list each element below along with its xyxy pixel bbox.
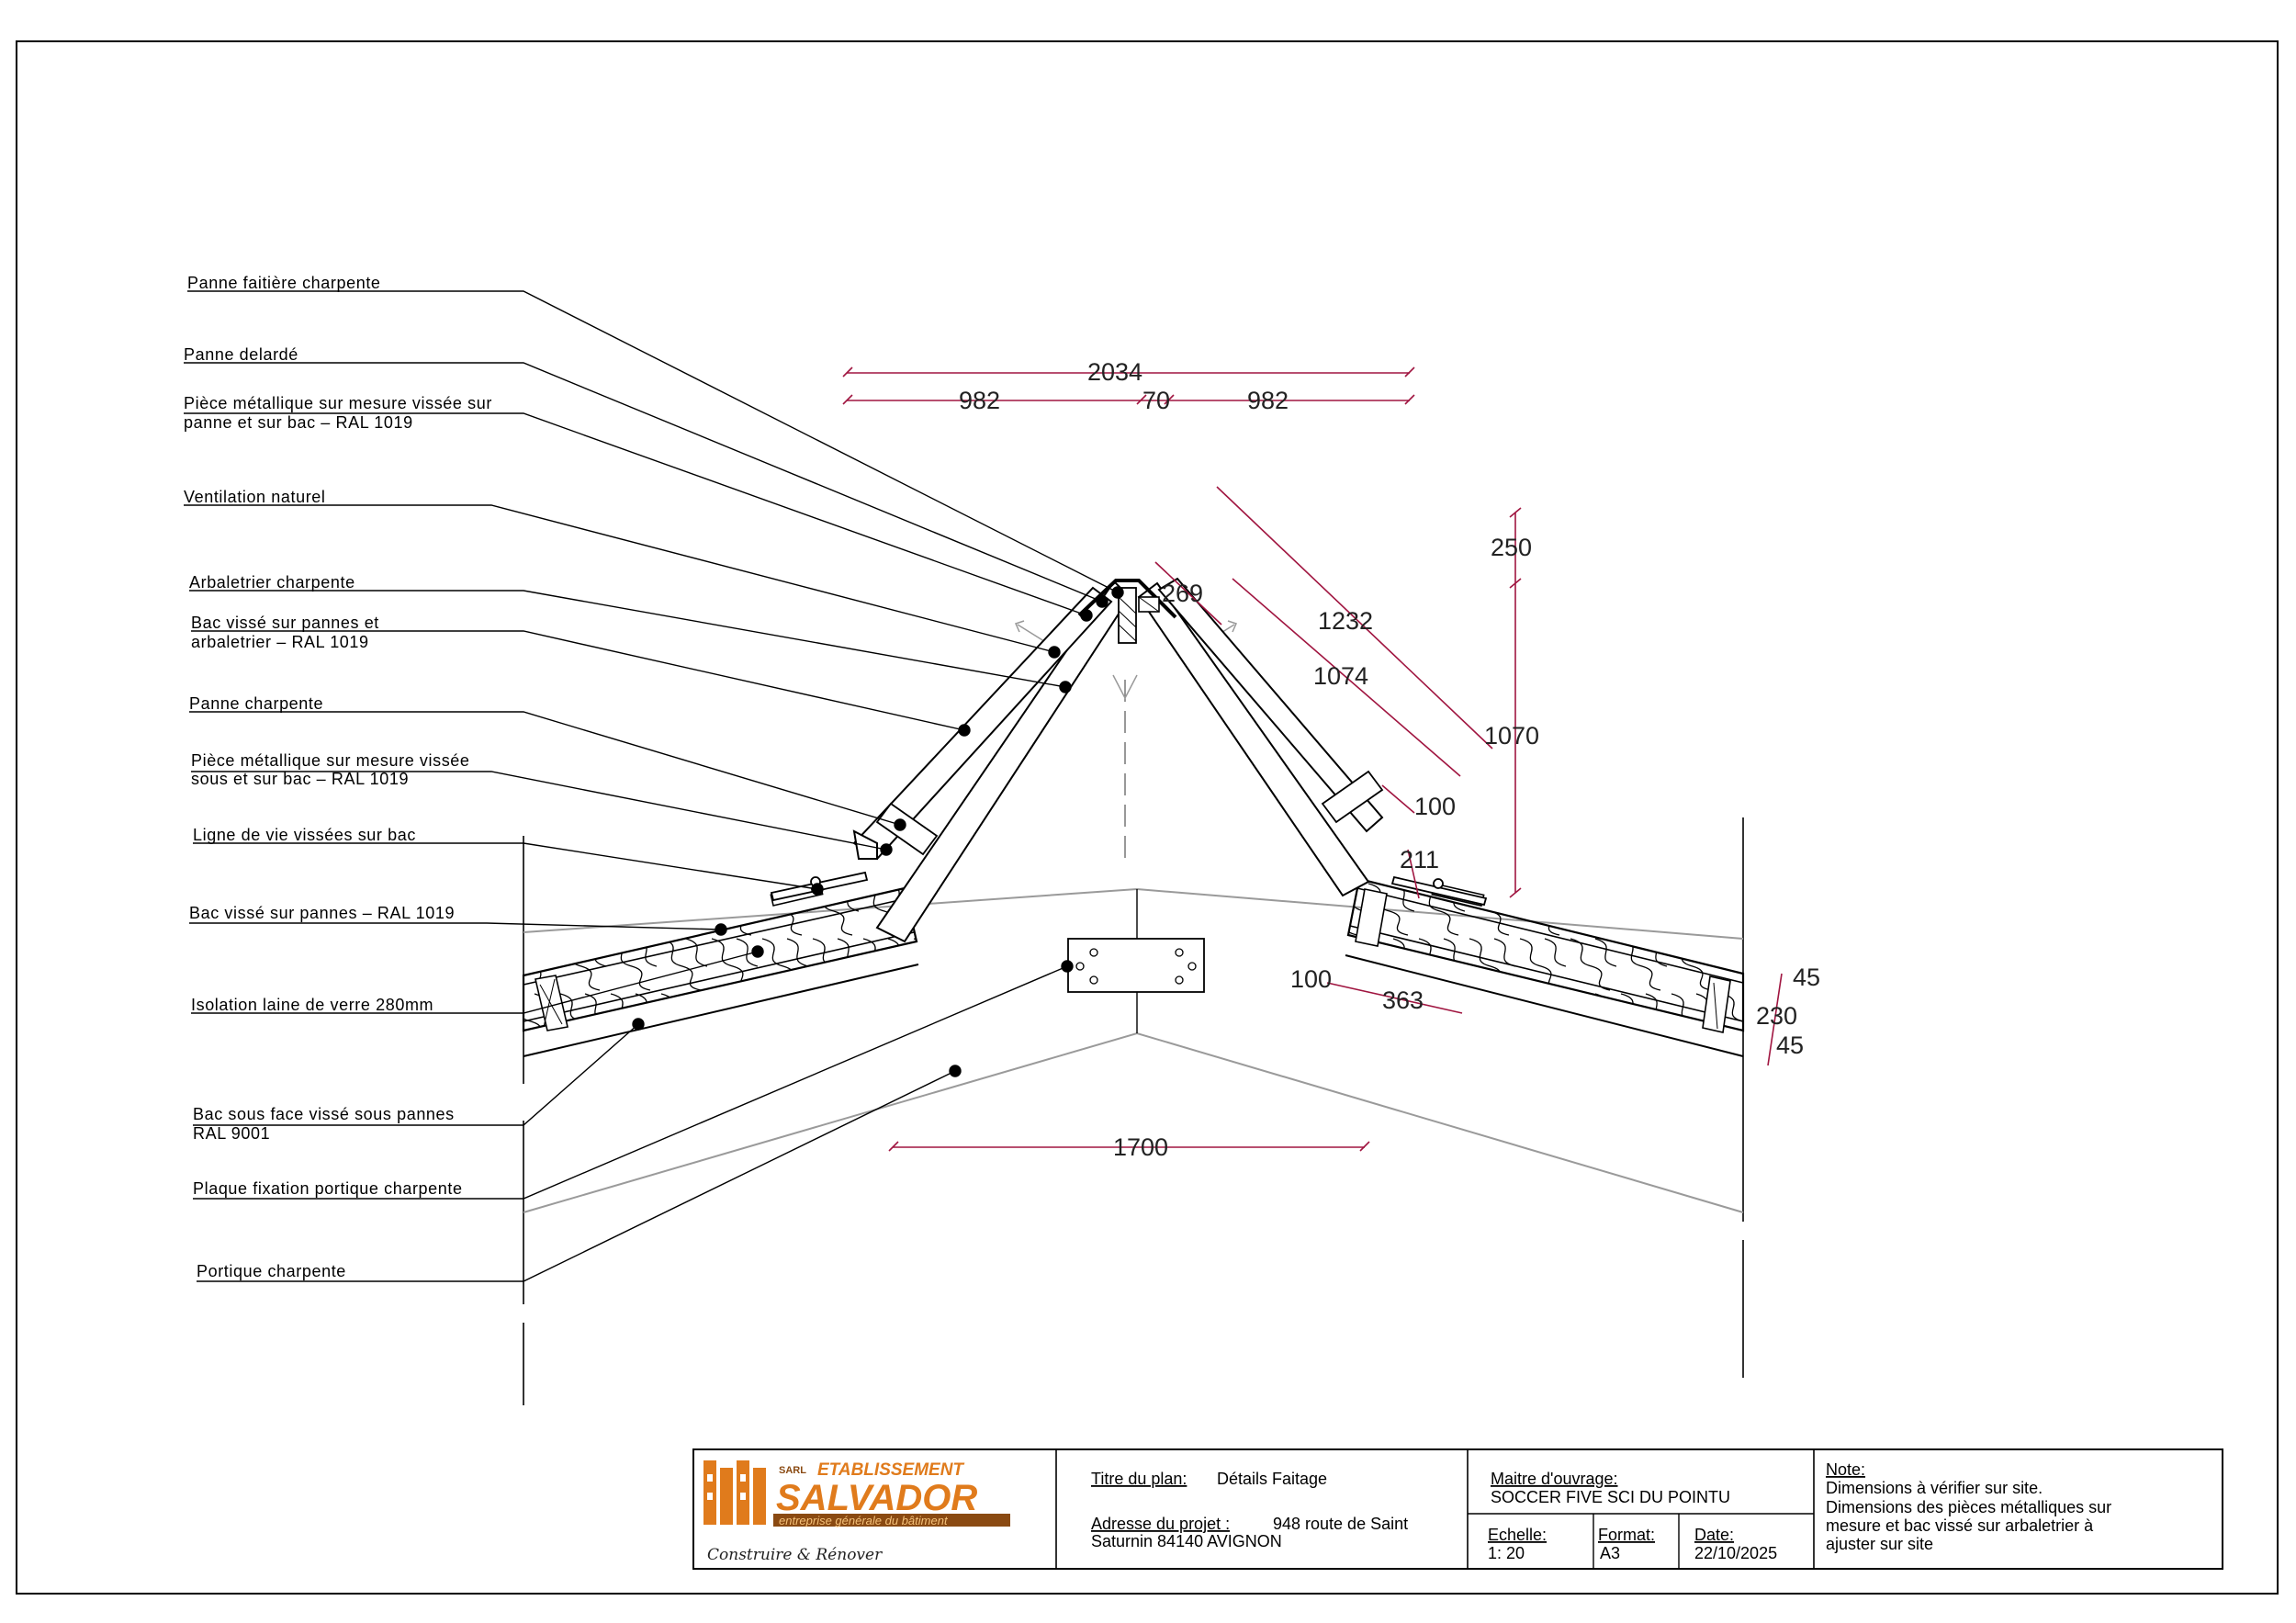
note-line2: Dimensions des pièces métalliques sur (1826, 1498, 2111, 1516)
label-isolation: Isolation laine de verre 280mm (191, 996, 433, 1014)
right-rafter (1137, 577, 1384, 897)
logo-tagline: entreprise générale du bâtiment (779, 1514, 949, 1527)
label-ventilation: Ventilation naturel (184, 488, 326, 506)
label-arbaletrier: Arbaletrier charpente (189, 573, 355, 592)
plaque-fixation (1067, 938, 1205, 993)
label-panne-delarde: Panne delardé (184, 345, 298, 364)
date-label: Date: (1694, 1526, 1734, 1544)
leader-lines (184, 290, 1124, 1282)
label-bac-arbaletrier-b: arbaletrier – RAL 1019 (191, 633, 369, 651)
label-piece-metallique-1b: panne et sur bac – RAL 1019 (184, 413, 413, 432)
address-line2: Saturnin 84140 AVIGNON (1091, 1532, 1282, 1550)
logo-etablissement: ETABLISSEMENT (817, 1460, 964, 1480)
logo-salvador: SALVADOR (776, 1478, 977, 1518)
label-bac-sous-face-b: RAL 9001 (193, 1124, 270, 1143)
dim-1074: 1074 (1313, 662, 1368, 690)
owner-label: Maitre d'ouvrage: (1491, 1470, 1618, 1488)
dim-269: 269 (1162, 580, 1203, 607)
plan-title-label: Titre du plan: (1091, 1470, 1187, 1488)
label-panne-charpente: Panne charpente (189, 694, 323, 713)
scale-value: 1: 20 (1488, 1544, 1525, 1562)
format-value: A3 (1600, 1544, 1620, 1562)
note-line4: ajuster sur site (1826, 1535, 1933, 1553)
label-plaque-fixation: Plaque fixation portique charpente (193, 1179, 463, 1198)
label-bac-sous-face-a: Bac sous face vissé sous pannes (193, 1105, 455, 1123)
format-label: Format: (1598, 1526, 1655, 1544)
label-piece-metallique-2a: Pièce métallique sur mesure vissée (191, 751, 470, 770)
dim-363: 363 (1382, 986, 1424, 1014)
note-line3: mesure et bac vissé sur arbaletrier à (1826, 1516, 2094, 1535)
address-label: Adresse du projet : (1091, 1515, 1230, 1533)
dim-100-bottom: 100 (1290, 965, 1332, 993)
dim-2034: 2034 (1087, 358, 1142, 386)
ventilation-flow (1112, 674, 1138, 700)
label-panne-faitiere: Panne faitière charpente (187, 274, 381, 292)
column-lines (523, 817, 1744, 1405)
dim-211: 211 (1400, 846, 1439, 873)
label-piece-metallique-2b: sous et sur bac – RAL 1019 (191, 770, 409, 788)
dim-45-bottom: 45 (1776, 1031, 1804, 1059)
plan-title: Détails Faitage (1217, 1470, 1327, 1488)
dim-1232: 1232 (1318, 607, 1373, 635)
label-bac-pannes: Bac vissé sur pannes – RAL 1019 (189, 904, 455, 922)
logo-sarl: SARL (779, 1465, 806, 1476)
scale-label: Echelle: (1488, 1526, 1547, 1544)
logo-slogan: Construire & Rénover (707, 1546, 883, 1564)
dim-230: 230 (1756, 1002, 1797, 1030)
label-ligne-de-vie: Ligne de vie vissées sur bac (193, 826, 416, 844)
label-piece-metallique-1a: Pièce métallique sur mesure vissée sur (184, 394, 492, 412)
company-logo: SARL ETABLISSEMENT SALVADOR entreprise g… (703, 1460, 1010, 1564)
label-bac-arbaletrier-a: Bac vissé sur pannes et (191, 614, 379, 632)
right-roof-panel (1345, 877, 1745, 1057)
owner-value: SOCCER FIVE SCI DU POINTU (1491, 1488, 1730, 1506)
title-block (692, 1448, 2223, 1570)
ridge-cap (1077, 579, 1177, 644)
sheet-border (16, 40, 2279, 1595)
dim-1070: 1070 (1484, 722, 1539, 750)
dim-982-left: 982 (959, 387, 1000, 414)
date-value: 22/10/2025 (1694, 1544, 1777, 1562)
dimension-lines (842, 366, 1783, 1152)
dim-1700: 1700 (1113, 1133, 1168, 1161)
left-roof-panel (522, 882, 919, 1057)
label-portique: Portique charpente (197, 1262, 346, 1280)
dim-250: 250 (1491, 534, 1532, 561)
dim-982-right: 982 (1247, 387, 1289, 414)
note-line1: Dimensions à vérifier sur site. (1826, 1479, 2043, 1497)
dim-70: 70 (1142, 387, 1170, 414)
dim-100-top: 100 (1414, 793, 1456, 820)
dim-45-top: 45 (1793, 964, 1820, 991)
address-line1: 948 route de Saint (1273, 1515, 1408, 1533)
note-label: Note: (1826, 1460, 1865, 1479)
